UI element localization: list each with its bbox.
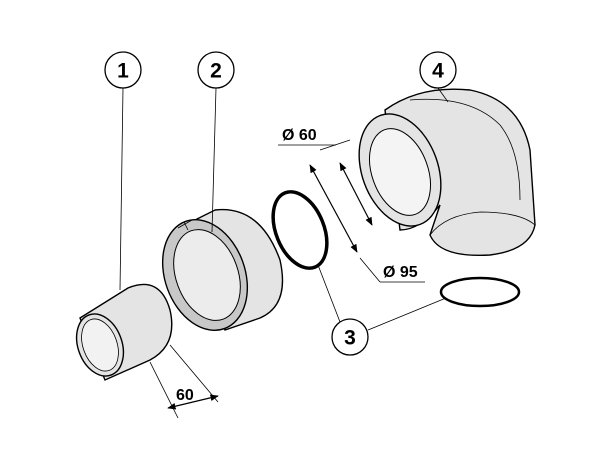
callout-1: 1 [104,51,142,89]
part-2-adapter [161,208,284,331]
part-3-gasket-large [439,276,521,308]
svg-text:3: 3 [344,327,356,350]
svg-text:4: 4 [432,60,444,83]
dimension-length: 60 [149,344,219,419]
part-4-elbow [358,88,536,257]
dimension-inner-diameter: Ø 60 [278,127,373,226]
svg-text:60: 60 [176,387,194,404]
callout-4: 4 [419,51,457,89]
dimension-outer-diameter: Ø 95 [309,164,425,283]
svg-text:Ø 95: Ø 95 [383,264,418,281]
svg-text:1: 1 [117,60,129,83]
svg-text:2: 2 [210,60,222,83]
part-1-tube [75,283,173,381]
svg-text:Ø 60: Ø 60 [282,127,317,144]
callout-2: 2 [197,51,235,89]
callout-3: 3 [331,318,369,356]
